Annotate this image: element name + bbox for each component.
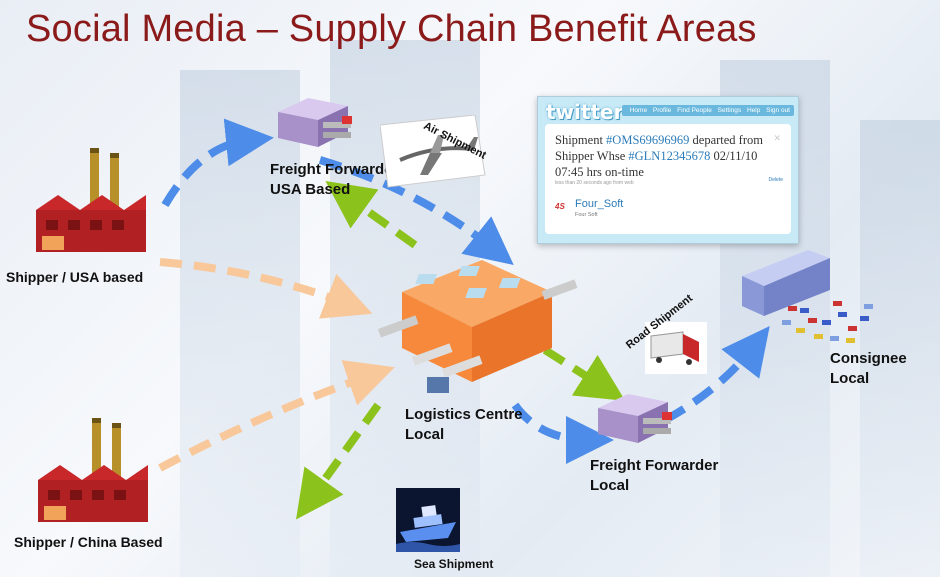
consignee-label: Consignee Local: [830, 350, 907, 387]
tweet-text: Shipment #OMS69696969 departed from Ship…: [555, 133, 763, 179]
twitter-panel: twitter Home Profile Find People Setting…: [537, 96, 799, 244]
sea-shipment-label: Sea Shipment: [414, 557, 494, 571]
twitter-nav-profile[interactable]: Profile: [652, 107, 672, 114]
flow-china-to-logistics: [158, 360, 395, 472]
warehouse-icon: [598, 394, 672, 443]
twitter-nav-help[interactable]: Help: [746, 107, 761, 114]
avatar[interactable]: 4S: [555, 202, 565, 211]
flow-logistics-to-sea: [296, 402, 382, 520]
tweet-delete-link[interactable]: Delete: [768, 177, 783, 183]
ff-usa-label: Freight Forwarder USA Based: [270, 161, 399, 198]
flow-road-to-consignee: [663, 326, 770, 424]
warehouse-icon: [377, 260, 578, 393]
flow-air-to-logistics: [318, 156, 514, 265]
twitter-nav-home[interactable]: Home: [629, 107, 648, 114]
page-title: Social Media – Supply Chain Benefit Area…: [26, 8, 757, 50]
tweet-username[interactable]: Four_Soft: [575, 198, 624, 210]
shipper-china-label: Shipper / China Based: [14, 534, 163, 550]
twitter-nav-find-people[interactable]: Find People: [677, 107, 712, 114]
close-icon[interactable]: ✕: [773, 133, 781, 143]
hashtag-shipment[interactable]: #OMS69696969: [606, 133, 690, 147]
flow-logistics-to-local-forwarder-curve: [511, 402, 614, 464]
flow-shipper-to-forwarder: [161, 118, 274, 208]
twitter-nav: Home Profile Find People Settings Help S…: [621, 105, 794, 116]
factory-icon: [36, 148, 146, 252]
twitter-nav-settings[interactable]: Settings: [717, 107, 742, 114]
flow-usa-to-logistics: [159, 258, 373, 319]
twitter-nav-sign-out[interactable]: Sign out: [766, 107, 790, 114]
tweet-meta: less than 20 seconds ago from web: [555, 180, 634, 186]
flow-logistics-to-local-forwarder: [542, 346, 626, 401]
airplane-icon: [380, 115, 486, 188]
hashtag-location[interactable]: #GLN12345678: [628, 149, 711, 163]
ship-icon: [396, 488, 460, 552]
twitter-logo: twitter: [546, 100, 624, 124]
warehouse-icon: [278, 98, 352, 147]
tweet-card: Shipment #OMS69696969 departed from Ship…: [545, 124, 791, 234]
tweet-fullname: Four Soft: [575, 212, 598, 218]
background-building: [860, 120, 940, 577]
flow-logistics-to-forwarder: [325, 181, 418, 249]
ff-local-label: Freight Forwarder Local: [590, 457, 719, 494]
logistics-label: Logistics Centre Local: [405, 406, 523, 443]
store-icon: [742, 250, 873, 343]
truck-icon: [645, 322, 707, 374]
factory-icon: [38, 418, 148, 522]
shipper-usa-label: Shipper / USA based: [6, 269, 144, 285]
